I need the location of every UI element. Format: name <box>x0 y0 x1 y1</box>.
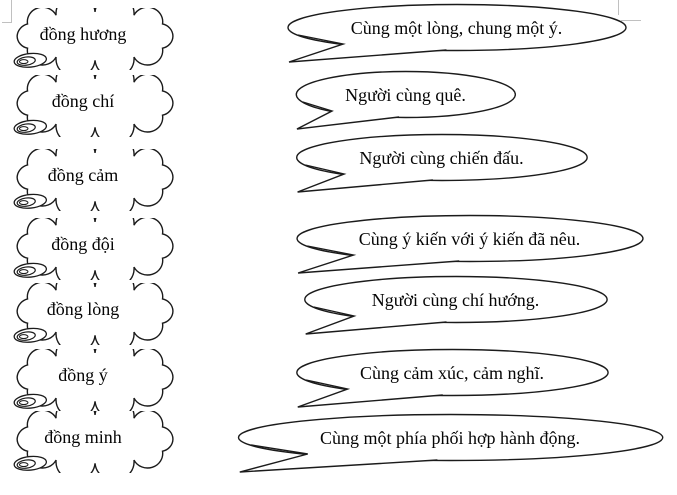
term-cloud-dong-cam[interactable]: đồng cảm <box>6 149 178 211</box>
table-border-artifact <box>618 0 619 15</box>
definition-bubble-5[interactable]: Người cùng chí hướng. <box>303 275 608 345</box>
definition-bubble-7[interactable]: Cùng một phía phối hợp hành động. <box>236 413 664 483</box>
definition-bubble-2[interactable]: Người cùng quê. <box>295 70 516 140</box>
term-label: đồng đội <box>51 234 115 254</box>
term-label: đồng cảm <box>47 165 119 185</box>
definition-bubble-1[interactable]: Cùng một lòng, chung một ý. <box>286 3 627 73</box>
term-cloud-dong-doi[interactable]: đồng đội <box>6 218 178 280</box>
definition-bubble-4[interactable]: Cùng ý kiến với ý kiến đã nêu. <box>295 214 644 284</box>
definition-label: Người cùng quê. <box>345 84 466 105</box>
term-label: đồng minh <box>44 427 122 447</box>
definition-label: Cùng ý kiến với ý kiến đã nêu. <box>358 228 581 249</box>
definition-bubble-6[interactable]: Cùng cảm xúc, cảm nghĩ. <box>295 348 609 418</box>
term-cloud-dong-minh[interactable]: đồng minh <box>6 411 178 473</box>
term-cloud-dong-chi[interactable]: đồng chí <box>6 75 178 137</box>
term-cloud-dong-long[interactable]: đồng lòng <box>6 283 178 345</box>
definition-label: Cùng cảm xúc, cảm nghĩ. <box>360 362 544 383</box>
term-label: đồng hương <box>39 24 127 44</box>
term-cloud-dong-y[interactable]: đồng ý <box>6 349 178 411</box>
term-label: đồng lòng <box>46 299 120 319</box>
table-border-artifact <box>11 0 12 23</box>
table-border-artifact <box>2 22 12 23</box>
definition-bubble-3[interactable]: Người cùng chiến đấu. <box>295 133 588 203</box>
term-label: đồng ý <box>58 365 108 385</box>
table-border-artifact <box>621 20 641 21</box>
definition-label: Cùng một lòng, chung một ý. <box>350 17 563 38</box>
definition-label: Cùng một phía phối hợp hành động. <box>319 427 580 448</box>
term-label: đồng chí <box>51 91 115 111</box>
definition-label: Người cùng chí hướng. <box>371 289 540 310</box>
definition-label: Người cùng chiến đấu. <box>359 147 524 168</box>
term-cloud-dong-huong[interactable]: đồng hương <box>6 8 178 70</box>
